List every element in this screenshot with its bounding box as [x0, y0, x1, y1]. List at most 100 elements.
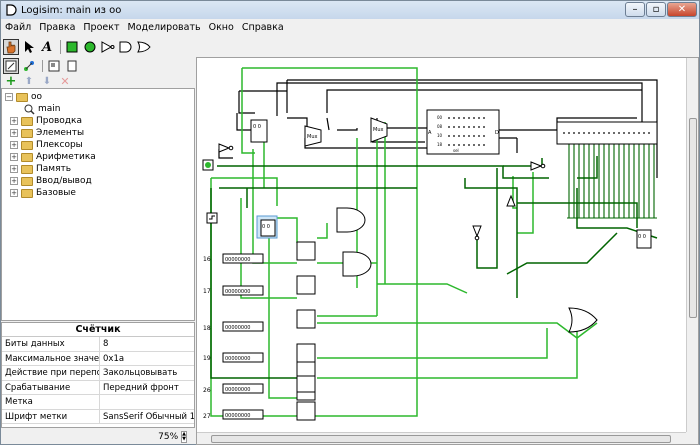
- circuit-diagram[interactable]: 0 0 Mux Mux A D 00 08 10 18 sel: [197, 58, 688, 434]
- add-circuit-button[interactable]: +: [3, 73, 19, 89]
- and-gate-button[interactable]: [118, 39, 134, 55]
- delete-circuit-button[interactable]: ✕: [57, 73, 73, 89]
- expand-icon[interactable]: +: [10, 177, 18, 185]
- reset-input-pin[interactable]: [206, 212, 218, 224]
- select-tool-button[interactable]: [21, 39, 37, 55]
- scroll-corner: [686, 432, 698, 444]
- arrow-cursor-icon: [25, 41, 34, 53]
- attribute-row[interactable]: Метка: [2, 395, 194, 410]
- menu-edit[interactable]: Правка: [39, 22, 76, 33]
- maximize-button[interactable]: ▫: [646, 2, 666, 17]
- register-block[interactable]: [556, 121, 658, 145]
- attribute-value[interactable]: Закольцовывать: [103, 368, 178, 378]
- rom-block[interactable]: A D 00 08 10 18 sel: [426, 109, 500, 155]
- text-tool-button[interactable]: A: [39, 39, 55, 55]
- show-tools-button[interactable]: [3, 58, 19, 74]
- input-row[interactable]: 18 00000000: [203, 309, 316, 332]
- attribute-value[interactable]: Передний фронт: [103, 382, 179, 393]
- horizontal-scrollbar[interactable]: [197, 432, 688, 444]
- not-gate[interactable]: [530, 161, 546, 171]
- main-toolbar: A: [3, 37, 154, 57]
- tree-library-item[interactable]: +Элементы: [10, 127, 84, 139]
- zoom-stepper[interactable]: ▲ ▼: [181, 431, 187, 443]
- tree-library-item[interactable]: +Ввод/вывод: [10, 175, 92, 187]
- attribute-value[interactable]: [100, 395, 194, 409]
- expand-icon[interactable]: +: [10, 117, 18, 125]
- and-gate[interactable]: [342, 251, 372, 277]
- circuit-canvas[interactable]: 0 0 Mux Mux A D 00 08 10 18 sel: [196, 57, 699, 445]
- vertical-scrollbar[interactable]: [686, 58, 698, 434]
- comparator-boxes[interactable]: [296, 361, 316, 401]
- edit-layout-button[interactable]: [46, 58, 62, 74]
- output-pin-button[interactable]: [82, 39, 98, 55]
- tree-project-root[interactable]: − oo: [5, 91, 42, 103]
- menu-help[interactable]: Справка: [241, 22, 284, 33]
- expand-icon[interactable]: +: [10, 141, 18, 149]
- comparator-box[interactable]: [296, 361, 316, 377]
- move-up-button[interactable]: ⬆: [21, 73, 37, 89]
- attribute-value[interactable]: 0x1a: [103, 353, 125, 364]
- attribute-row[interactable]: Максимальное значение0x1a: [2, 351, 194, 366]
- input-row[interactable]: 16 00000000: [203, 241, 316, 264]
- zoom-control: 75% ▲ ▼: [1, 429, 195, 445]
- poke-tool-button[interactable]: [3, 39, 19, 55]
- not-gate[interactable]: [218, 143, 234, 153]
- expand-icon[interactable]: +: [10, 153, 18, 161]
- input-row[interactable]: 26 00000000: [203, 375, 316, 395]
- not-gate[interactable]: [472, 225, 482, 241]
- chevron-down-icon[interactable]: ▼: [182, 436, 186, 442]
- expand-icon[interactable]: +: [10, 129, 18, 137]
- tree-library-item[interactable]: +Базовые: [10, 187, 76, 199]
- move-down-button[interactable]: ⬇: [39, 73, 55, 89]
- minimize-button[interactable]: –: [625, 2, 645, 17]
- menu-file[interactable]: Файл: [5, 22, 32, 33]
- input-row[interactable]: 17 00000000: [203, 275, 316, 296]
- or-gate[interactable]: [568, 307, 598, 333]
- counter-top[interactable]: 0 0: [250, 119, 268, 143]
- counter-selected[interactable]: 0 0: [256, 215, 278, 239]
- tree-library-item[interactable]: +Проводка: [10, 115, 82, 127]
- register-dots: [563, 132, 650, 134]
- attribute-key: Шрифт метки: [2, 409, 100, 423]
- counter-right[interactable]: 0 0: [636, 229, 652, 249]
- tree-circuit-main[interactable]: main: [24, 103, 61, 115]
- horizontal-scroll-thumb[interactable]: [211, 435, 671, 443]
- tree-library-item[interactable]: +Память: [10, 163, 71, 175]
- mux-2[interactable]: Mux: [370, 117, 388, 143]
- bus-wires: [210, 156, 658, 379]
- expand-icon[interactable]: +: [10, 165, 18, 173]
- input-pin-button[interactable]: [64, 39, 80, 55]
- mux-1[interactable]: Mux: [304, 125, 322, 147]
- or-gate-button[interactable]: [136, 39, 152, 55]
- row-label: 26: [203, 387, 211, 394]
- input-row[interactable]: 19 00000000: [203, 343, 316, 363]
- left-panel: + ⬆ ⬇ ✕ − oo main +Проводка +Элементы +П…: [1, 57, 195, 445]
- attribute-row[interactable]: Действие при перепол...Закольцовывать: [2, 366, 194, 381]
- clock-input-pin[interactable]: [202, 159, 214, 171]
- collapse-icon[interactable]: −: [5, 93, 13, 101]
- vertical-scroll-thumb[interactable]: [689, 118, 697, 318]
- expand-icon[interactable]: +: [10, 189, 18, 197]
- folder-icon: [21, 188, 33, 198]
- attribute-value[interactable]: SansSerif Обычный 12: [103, 411, 194, 422]
- edit-appearance-button[interactable]: [64, 58, 80, 74]
- and-gate[interactable]: [336, 207, 366, 233]
- close-button[interactable]: ✕: [667, 2, 697, 17]
- tree-library-item[interactable]: +Арифметика: [10, 151, 96, 163]
- appearance-icon: [67, 60, 77, 72]
- comparator-box[interactable]: [296, 391, 316, 401]
- attribute-value[interactable]: 8: [103, 339, 109, 349]
- window-title: Logisim: main из oo: [21, 4, 122, 16]
- input-row[interactable]: 27 00000000: [203, 401, 316, 421]
- menu-simulate[interactable]: Моделировать: [127, 22, 201, 33]
- tree-library-item[interactable]: +Плексоры: [10, 139, 83, 151]
- show-simulation-button[interactable]: [21, 58, 37, 74]
- not-gate[interactable]: [506, 194, 516, 207]
- menu-window[interactable]: Окно: [208, 22, 234, 33]
- chevron-up-icon[interactable]: ▲: [182, 431, 186, 437]
- not-gate-button[interactable]: [100, 39, 116, 55]
- menu-project[interactable]: Проект: [83, 22, 120, 33]
